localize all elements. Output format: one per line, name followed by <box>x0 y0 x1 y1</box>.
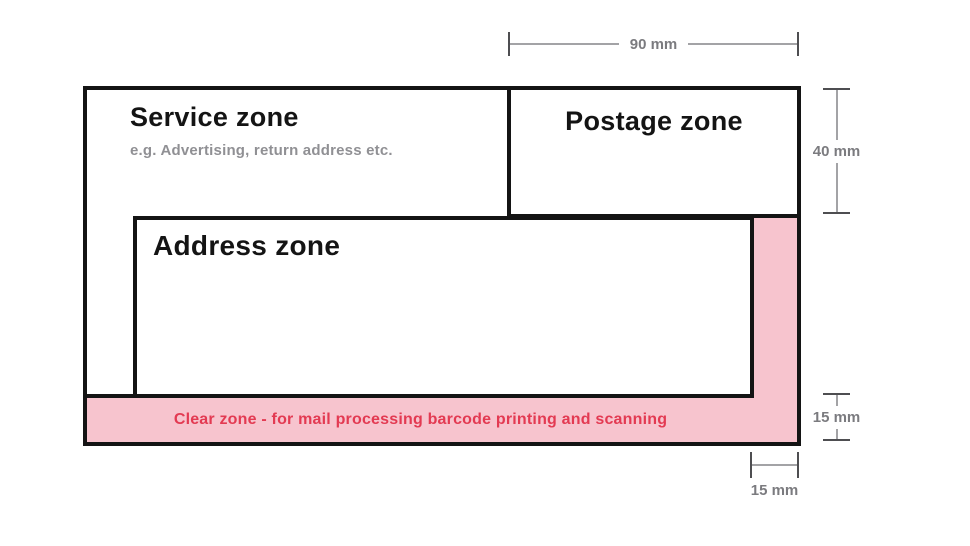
clear-zone: Clear zone - for mail processing barcode… <box>87 398 754 442</box>
dimension-label-15mm-width: 15 mm <box>750 482 799 499</box>
dimension-label-40mm: 40 mm <box>812 142 861 160</box>
service-zone: Service zone e.g. Advertising, return ad… <box>130 102 393 159</box>
dimension-tick <box>823 212 850 214</box>
clear-zone-bottom-strip <box>87 398 797 442</box>
service-zone-title: Service zone <box>130 102 299 132</box>
dimension-top-width: 90 mm <box>508 32 799 56</box>
address-zone-title: Address zone <box>153 230 341 261</box>
dimension-clear-width <box>750 452 799 478</box>
service-zone-subtitle: e.g. Advertising, return address etc. <box>130 142 393 159</box>
dimension-tick <box>823 439 850 441</box>
dimension-line <box>835 395 838 406</box>
dimension-tick <box>823 393 850 395</box>
dimension-label-90mm: 90 mm <box>629 35 678 53</box>
dimension-tick <box>750 452 752 478</box>
dimension-tick <box>797 452 799 478</box>
dimension-tick <box>797 32 799 56</box>
dimension-line <box>835 90 838 140</box>
postage-zone-title: Postage zone <box>565 106 743 136</box>
postage-zone: Postage zone <box>507 90 797 218</box>
envelope-outline: Clear zone - for mail processing barcode… <box>83 86 801 446</box>
dimension-line <box>510 43 619 45</box>
dimension-line <box>688 43 797 45</box>
dimension-line <box>835 162 838 212</box>
dimension-postage-height: 40 mm <box>813 88 860 214</box>
clear-zone-label: Clear zone - for mail processing barcode… <box>173 411 668 428</box>
dimension-clear-height: 15 mm <box>813 393 860 441</box>
dimension-label-15mm-height: 15 mm <box>812 408 861 426</box>
dimension-tick <box>823 88 850 90</box>
dimension-line <box>835 428 838 439</box>
dimension-tick <box>508 32 510 56</box>
dimension-line <box>752 464 797 466</box>
address-zone: Address zone <box>133 216 754 398</box>
